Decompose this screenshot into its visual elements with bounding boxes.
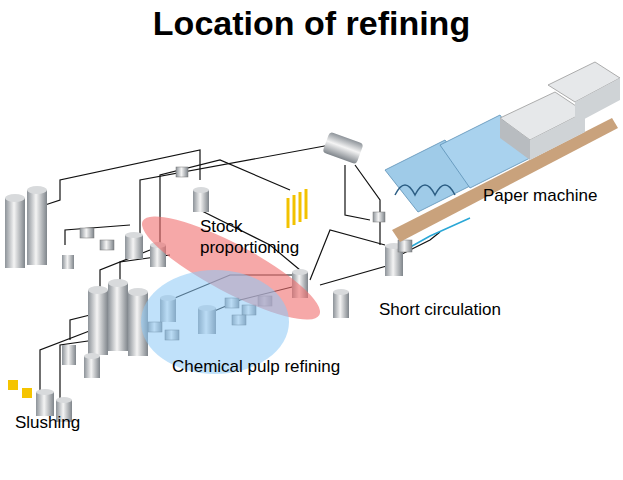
area-label: Short circulation bbox=[379, 300, 501, 320]
area-label: Slushing bbox=[15, 413, 80, 433]
highlight-area: Chemical pulp refining bbox=[140, 268, 375, 383]
diagram-title: Location of refining bbox=[0, 4, 623, 43]
area-label: Chemical pulp refining bbox=[172, 356, 372, 377]
area-label: Paper machine bbox=[483, 186, 597, 206]
area-label: Stock proportioning bbox=[200, 216, 320, 258]
